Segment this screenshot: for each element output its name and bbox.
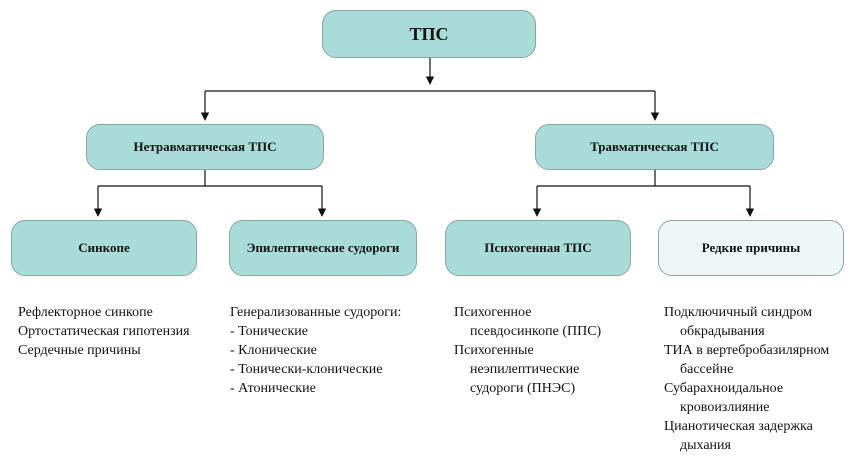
description-line: - Тонически-клонические	[230, 362, 383, 377]
description-line: - Атонические	[230, 381, 316, 396]
description-line: - Тонические	[230, 324, 308, 339]
description-line: Ортостатическая гипотензия	[18, 324, 190, 339]
node-root-tps: ТПС	[322, 10, 536, 58]
description-line: кровоизлияние	[680, 400, 770, 415]
description-epileptic: Генерализованные судороги: - Тонические - …	[230, 303, 401, 398]
description-line: дыхания	[680, 438, 731, 453]
node-epileptic-seizures: Эпилептические судороги	[229, 220, 417, 276]
description-line: судороги (ПНЭС)	[470, 381, 576, 396]
description-line: Подключичный синдром	[664, 305, 812, 320]
node-nontraumatic-tps: Нетравматическая ТПС	[86, 124, 324, 170]
description-line: - Клонические	[230, 343, 317, 358]
description-line: бассейне	[680, 362, 734, 377]
node-psychogenic-tps: Психогенная ТПС	[445, 220, 631, 276]
description-line: неэпилептические	[470, 362, 580, 377]
description-line: Психогенные	[454, 343, 534, 358]
description-line: ТИА в вертебробазилярном	[664, 343, 830, 358]
description-psychogenic: Психогенное псевдосинкопе (ППС) Психогенны…	[454, 303, 601, 398]
node-rare-causes: Редкие причины	[658, 220, 844, 276]
description-line: Рефлекторное синкопе	[18, 305, 153, 320]
description-line: Генерализованные судороги:	[230, 305, 402, 320]
description-line: обкрадывания	[680, 324, 765, 339]
description-line: Психогенное	[454, 305, 532, 320]
node-syncope: Синкопе	[11, 220, 197, 276]
description-line: псевдосинкопе (ППС)	[470, 324, 602, 339]
description-line: Сердечные причины	[18, 343, 141, 358]
description-line: Цианотическая задержка	[664, 419, 813, 434]
node-traumatic-tps: Травматическая ТПС	[535, 124, 774, 170]
description-line: Субарахноидальное	[664, 381, 784, 396]
